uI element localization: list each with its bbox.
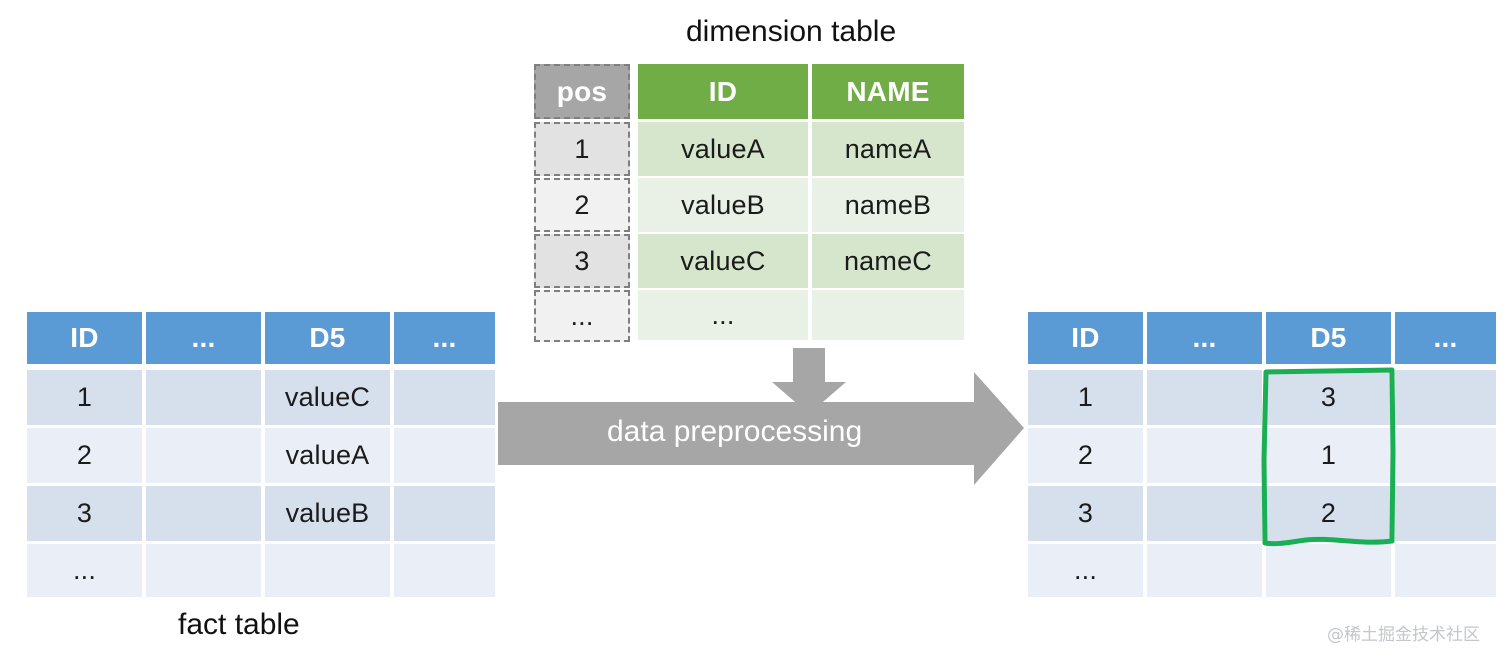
dimension-cell: valueA [638,122,808,176]
fact-input-cell: 2 [27,428,142,483]
fact-output-cell [1266,544,1391,597]
fact-input-cell [394,544,495,597]
dimension-cell: nameA [812,122,964,176]
dimension-table-title: dimension table [686,15,897,48]
dimension-cell: valueC [638,234,808,288]
fact-output-cell [1395,428,1496,483]
pos-cell: 2 [534,178,630,232]
watermark: @稀土掘金技术社区 [1327,625,1480,645]
down-arrow-icon [772,348,846,414]
fact-input-cell [146,370,261,425]
fact-output-cell [1147,428,1262,483]
fact-input-cell: valueC [265,370,390,425]
dimension-cell [812,290,964,340]
fact-output-cell: 1 [1028,370,1143,425]
fact-output-cell [1147,486,1262,541]
fact-output-cell [1395,486,1496,541]
fact-input-header-ellipsis: ... [146,312,261,364]
fact-input-cell [146,544,261,597]
pos-cell: 3 [534,234,630,288]
fact-output-header-ellipsis2: ... [1395,312,1496,364]
fact-output-header-d5: D5 [1266,312,1391,364]
fact-input-cell: valueB [265,486,390,541]
fact-input-cell [394,370,495,425]
fact-input-header-d5: D5 [265,312,390,364]
fact-output-cell: 1 [1266,428,1391,483]
fact-output-cell [1395,370,1496,425]
dimension-cell: valueB [638,178,808,232]
process-arrow-label: data preprocessing [607,415,863,448]
fact-output-cell [1147,370,1262,425]
fact-input-cell: 1 [27,370,142,425]
pos-cell: 1 [534,122,630,176]
fact-input-cell [265,544,390,597]
fact-input-cell [394,486,495,541]
fact-table-label: fact table [178,608,300,641]
dimension-cell: nameB [812,178,964,232]
fact-input-header-id: ID [27,312,142,364]
dimension-header-name: NAME [812,64,964,119]
fact-output-cell [1395,544,1496,597]
fact-output-header-id: ID [1028,312,1143,364]
fact-output-header-ellipsis: ... [1147,312,1262,364]
dimension-cell: ... [638,290,808,340]
fact-input-header-ellipsis2: ... [394,312,495,364]
fact-input-cell: 3 [27,486,142,541]
fact-output-cell: 3 [1028,486,1143,541]
fact-output-cell: ... [1028,544,1143,597]
dimension-header-id: ID [638,64,808,119]
fact-output-cell [1147,544,1262,597]
fact-input-cell [146,428,261,483]
dimension-cell: nameC [812,234,964,288]
fact-input-cell [394,428,495,483]
fact-input-cell: valueA [265,428,390,483]
fact-input-cell: ... [27,544,142,597]
fact-input-cell [146,486,261,541]
fact-output-cell: 2 [1266,486,1391,541]
fact-output-cell: 2 [1028,428,1143,483]
fact-output-cell: 3 [1266,370,1391,425]
pos-cell: ... [534,290,630,342]
pos-header-cell: pos [534,64,630,119]
